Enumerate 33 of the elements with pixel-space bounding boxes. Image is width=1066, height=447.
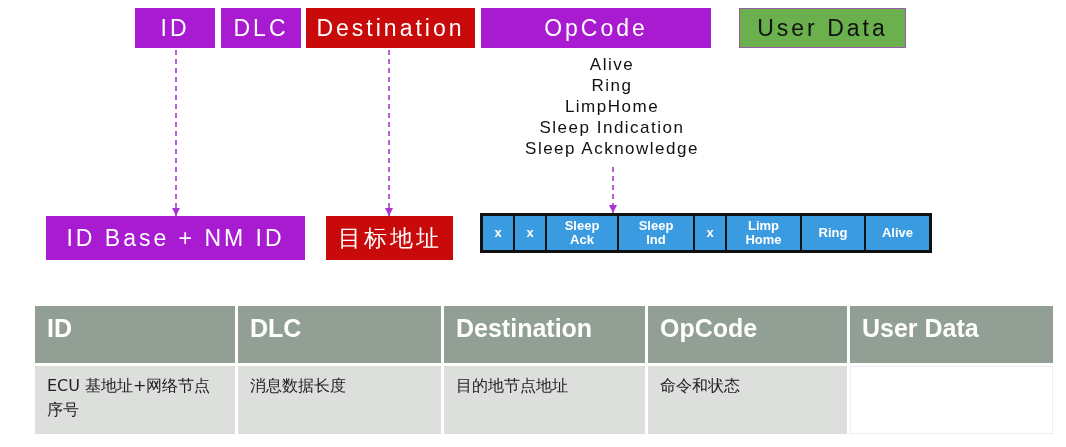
opcode-label: Sleep Acknowledge	[524, 138, 700, 159]
field-box: ID	[135, 8, 215, 48]
table-header-cell: Destination	[444, 306, 648, 363]
opcode-label: Ring	[590, 75, 634, 96]
bit-cell: Alive	[866, 216, 929, 250]
opcode-label: LimpHome	[563, 96, 661, 117]
bit-cell: Limp Home	[727, 216, 802, 250]
table-header-cell: DLC	[238, 306, 444, 363]
bit-cell: x	[483, 216, 515, 250]
opcode-label: Alive	[588, 54, 636, 75]
arrow	[172, 49, 180, 217]
field-box: Destination	[306, 8, 475, 48]
bit-field-bar	[480, 213, 932, 253]
table-header-cell: ID	[35, 306, 238, 363]
field-box: DLC	[221, 8, 301, 48]
table-cell: 消息数据长度	[238, 366, 444, 434]
table-header-cell: User Data	[850, 306, 1053, 363]
opcode-label: Sleep Indication	[538, 117, 686, 138]
bit-cell: x	[695, 216, 727, 250]
field-box: OpCode	[481, 8, 711, 48]
arrow	[385, 49, 393, 217]
bit-cell: x	[515, 216, 547, 250]
bit-cell: Sleep Ind	[619, 216, 695, 250]
table-cell: 目的地节点地址	[444, 366, 648, 434]
field-box: User Data	[739, 8, 906, 48]
table-cell: 命令和状态	[648, 366, 850, 434]
bit-cell: Sleep Ack	[547, 216, 619, 250]
field-box: ID Base + NM ID	[46, 216, 305, 260]
field-box: 目标地址	[326, 216, 453, 260]
arrow	[609, 166, 617, 214]
table-header-cell: OpCode	[648, 306, 850, 363]
table-cell: ECU 基地址+网络节点序号	[35, 366, 238, 434]
bit-cell: Ring	[802, 216, 866, 250]
